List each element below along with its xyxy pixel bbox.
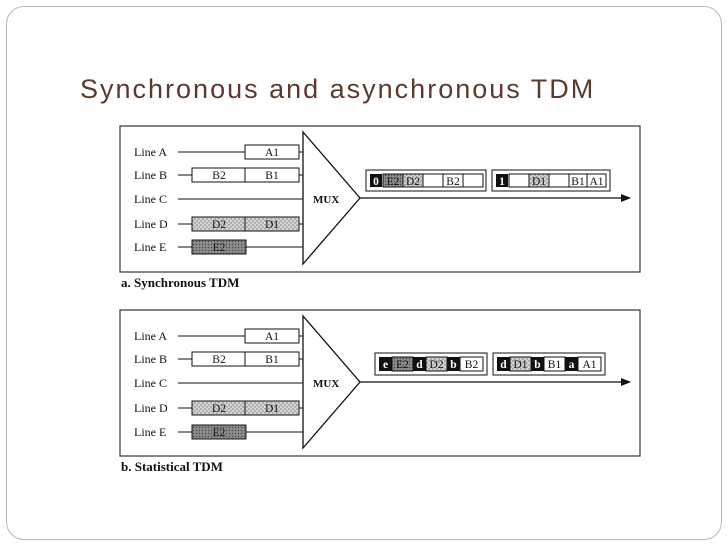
sync-slot-empty-c2	[548, 173, 570, 188]
stat-data-e2-label: E2	[396, 359, 409, 371]
block-e2	[191, 239, 247, 255]
line-e-label: Line E	[134, 240, 166, 254]
line-a-label: Line A	[134, 145, 167, 159]
stat-data-a1-label: A1	[582, 359, 596, 371]
sync-frame-1-id: 1	[499, 176, 505, 188]
sync-slot-empty-c	[422, 173, 444, 188]
line-c-label: Line C	[134, 192, 167, 206]
stat-addr-d: d	[416, 359, 423, 371]
block-a1-label: A1	[265, 331, 279, 343]
line-e-label: Line E	[134, 425, 166, 439]
stat-caption: b. Statistical TDM	[121, 459, 223, 474]
sync-slot-a1	[586, 173, 607, 188]
block-a1	[244, 144, 300, 160]
sync-frame-2-id-bg	[370, 174, 382, 187]
stat-addr-b-bg	[531, 357, 544, 371]
stat-data-a1	[577, 356, 602, 372]
stat-data-b1-label: B1	[548, 359, 562, 371]
stat-addr-a-bg	[565, 357, 578, 371]
sync-slot-empty-a	[462, 173, 484, 188]
block-b1	[244, 167, 300, 183]
sync-slot-b2-label: B2	[446, 176, 460, 188]
block-e2-label: E2	[213, 242, 226, 254]
stat-data-b2	[459, 356, 484, 372]
stat-addr-d-bg	[413, 357, 426, 371]
sync-slot-b1-label: B1	[571, 176, 585, 188]
block-d1	[244, 400, 300, 416]
block-a1-label: A1	[265, 147, 279, 159]
block-e2-label: E2	[213, 427, 226, 439]
sync-frame-2-id: 0	[373, 176, 379, 188]
stat-addr-d: d	[500, 359, 507, 371]
block-d1-label: D1	[265, 219, 279, 231]
slide-title: Synchronous and asynchronous TDM	[80, 74, 596, 104]
line-b-label: Line B	[134, 352, 167, 366]
stat-addr-b: b	[450, 359, 456, 371]
line-a-label: Line A	[134, 329, 167, 343]
stat-addr-b: b	[534, 359, 540, 371]
mux-label: MUX	[313, 378, 339, 390]
mux-label: MUX	[313, 194, 339, 206]
stat-addr-a: a	[569, 359, 575, 371]
line-d-label: Line D	[134, 217, 168, 231]
panel-statistical: Line A Line B Line C Line D Line E A1 B2…	[119, 309, 641, 474]
block-b2-label: B2	[212, 170, 226, 182]
block-d2-label: D2	[212, 219, 226, 231]
panel-border	[119, 309, 641, 457]
block-d1-label: D1	[265, 403, 279, 415]
stat-addr-e-bg	[379, 357, 392, 371]
sync-slot-a1-label: A1	[589, 176, 603, 188]
block-b1	[244, 351, 300, 367]
sync-slot-d2-label: D2	[406, 176, 420, 188]
sync-frame-1-id-bg	[496, 174, 508, 187]
mux-triangle	[302, 314, 361, 450]
block-b1-label: B1	[265, 170, 279, 182]
line-c-label: Line C	[134, 376, 167, 390]
block-d2-label: D2	[212, 403, 226, 415]
sync-caption: a. Synchronous TDM	[121, 275, 239, 290]
stat-data-d2-label: D2	[429, 359, 443, 371]
stat-data-d1-label: D1	[513, 359, 527, 371]
stat-data-b2-label: B2	[465, 359, 479, 371]
panel-synchronous: Line A Line B Line C Line D Line E A1 B2…	[119, 125, 641, 290]
block-e2	[191, 424, 247, 440]
mux-triangle	[302, 130, 361, 266]
block-d1	[244, 216, 300, 232]
sync-slot-empty-e	[508, 173, 530, 188]
block-b1-label: B1	[265, 354, 279, 366]
line-b-label: Line B	[134, 168, 167, 182]
sync-slot-d1-label: D1	[532, 176, 546, 188]
stat-addr-b-bg	[447, 357, 460, 371]
line-d-label: Line D	[134, 401, 168, 415]
slide-frame	[6, 6, 722, 540]
stat-addr-e: e	[383, 359, 388, 371]
stat-addr-d-bg	[497, 357, 510, 371]
panel-border	[119, 125, 641, 273]
sync-slot-e2-label: E2	[387, 176, 400, 188]
block-a1	[244, 328, 300, 344]
block-b2-label: B2	[212, 354, 226, 366]
